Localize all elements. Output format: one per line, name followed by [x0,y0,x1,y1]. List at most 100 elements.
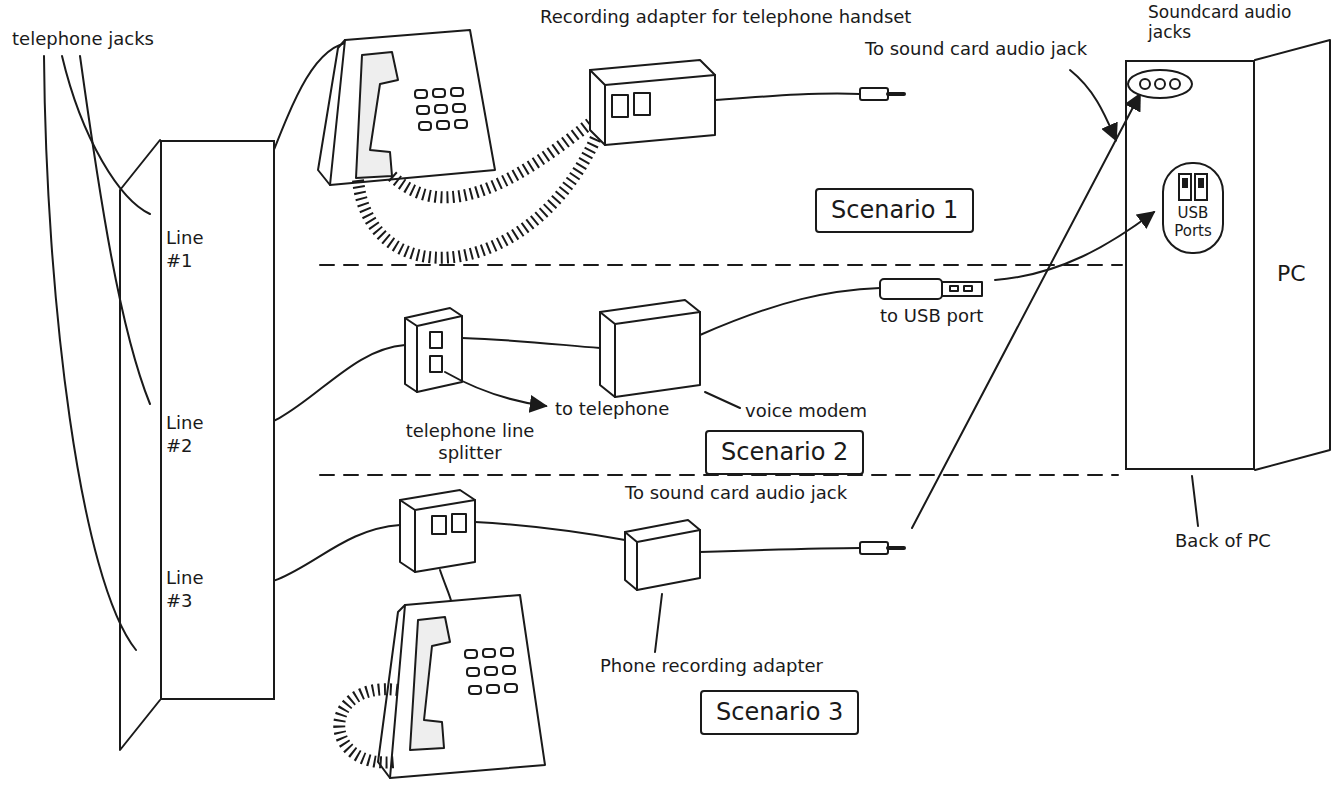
pc-case: PCUSB Ports [1125,60,1255,470]
node-text: USB Ports [1166,204,1220,240]
leader-line [655,594,662,652]
leader-line [1192,476,1198,526]
node-text: Scenario 3 [716,698,843,727]
coiled-cord [339,689,398,762]
telephone [467,668,479,676]
scenario-box: Scenario 2 [705,430,864,475]
soundcard-jacks [1128,70,1192,98]
telephone [410,617,450,750]
line-splitter [405,308,462,392]
node-text: PC [1277,260,1306,288]
telephone-cable [440,570,452,604]
telephone [378,595,545,778]
audio-cable [715,93,860,100]
telephone [318,40,345,185]
audio-cable [700,542,904,554]
telephone [469,686,481,694]
wall-plate-side [120,140,160,750]
soundcard-jacks [1155,79,1165,89]
telephone [455,120,467,128]
line-splitter [430,356,442,372]
callout-label: Recording adapter for telephone handset [540,6,911,28]
telephone [433,89,445,97]
callout-label: telephone line splitter [395,420,545,463]
wall-plate: Line #1 Line #2 Line #3 [160,140,275,700]
voice-modem [600,312,700,397]
wall-plate-side [120,140,160,750]
recording-adapter [590,60,715,145]
recording-adapter [612,95,628,117]
telephone [451,88,463,96]
audio-cable [860,88,888,100]
soundcard-jacks [1128,70,1192,98]
usb-port-icon [1173,172,1213,202]
leader-line [705,392,740,408]
recording-adapter [625,520,700,590]
usb-port [1182,178,1188,188]
telephone [356,52,398,178]
callout-label: Back of PC [1175,530,1271,552]
coiled-cord [358,122,600,258]
telephone [485,667,497,675]
telephone-cable [462,338,600,348]
line-splitter [400,490,475,572]
usb-cable [964,286,972,291]
audio-cable [715,88,904,100]
leader-line [44,56,136,650]
telephone [318,30,495,185]
audio-cable [860,542,888,554]
line-splitter [430,332,442,348]
audio-cable [888,92,904,96]
callout-label: to telephone [555,398,669,420]
recording-adapter [634,93,650,115]
pc-case-side [1255,40,1330,470]
telephone [503,666,515,674]
recording-adapter [625,530,700,590]
callout-label: To sound card audio jack [625,482,847,504]
telephone [501,648,513,656]
usb-cable [950,286,958,291]
telephone [330,30,495,185]
pointer-arrow [1070,70,1116,140]
usb-port [1198,178,1204,188]
node-text: Scenario 2 [721,438,848,467]
usb-port [1179,174,1191,200]
pointer-arrow [995,212,1154,280]
leader-line [44,56,150,650]
telephone [453,104,465,112]
callout-label: To sound card audio jack [865,38,1087,60]
telephone [419,122,431,130]
leader-line [1192,476,1198,526]
telephone [483,649,495,657]
pointer-arrow [1070,70,1116,140]
node-text: Line #1 [166,227,212,272]
line-splitter [400,490,475,572]
line-splitter [405,308,462,392]
telephone [435,105,447,113]
usb-cable [880,279,942,299]
scenario-divider [320,265,1122,475]
line-splitter [452,514,466,532]
usb-cable [700,288,880,335]
line-splitter [400,500,475,572]
telephone-cable [475,522,625,540]
usb-ports-oval: USB Ports [1162,162,1224,254]
coiled-cord [392,122,592,197]
pointer-arrow [995,212,1154,280]
node-text: Line #3 [166,567,212,612]
coiled-cord [339,689,398,762]
telephone [390,595,545,778]
node-text: Line #2 [166,412,212,457]
line-splitter [405,316,462,392]
scenario-box: Scenario 3 [700,690,859,735]
soundcard-jacks [1170,79,1180,89]
leader-line [655,594,662,652]
recording-adapter [625,520,700,590]
node-text: Scenario 1 [831,196,958,225]
telephone [505,684,517,692]
callout-label: telephone jacks [12,28,154,50]
recording-adapter [590,60,715,145]
callout-label: Phone recording adapter [600,655,823,677]
telephone [417,106,429,114]
pointer-arrow [445,372,546,406]
